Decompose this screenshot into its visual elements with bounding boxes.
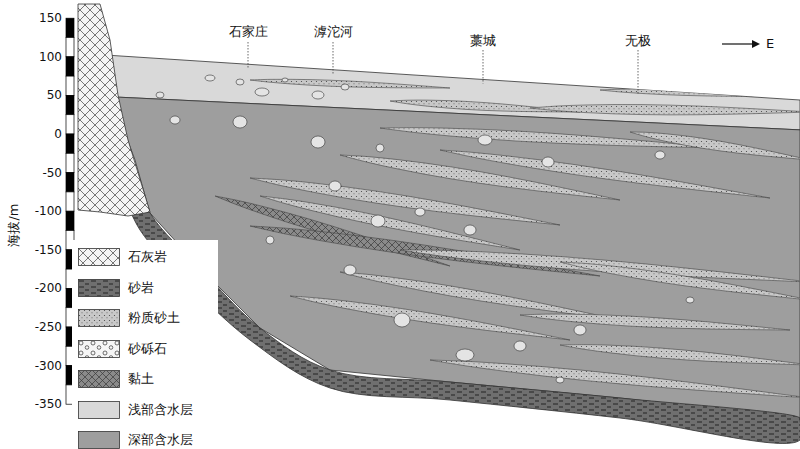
tick-label: 100 (39, 50, 62, 64)
axis-title: 海拔/m (6, 203, 22, 246)
legend-swatch (78, 248, 120, 266)
tick-label: -200 (35, 281, 62, 295)
place-name: 藁城 (470, 33, 496, 49)
direction-label: E (766, 36, 774, 52)
legend-entry: 粉质砂土 (78, 308, 218, 328)
legend-label: 浅部含水层 (128, 401, 193, 419)
place-name: 石家庄 (229, 24, 268, 40)
legend-entry: 黏土 (78, 369, 218, 389)
legend-label: 粉质砂土 (128, 309, 180, 327)
tick-label: 0 (54, 127, 62, 141)
legend-entry: 浅部含水层 (78, 400, 218, 420)
legend-entry: 深部含水层 (78, 430, 218, 449)
place-name: 无极 (625, 33, 651, 49)
place-name: 滹沱河 (314, 24, 353, 40)
legend-swatch (78, 309, 120, 327)
legend-swatch (78, 279, 120, 297)
legend-entry: 石灰岩 (78, 247, 218, 267)
legend-label: 砂砾石 (128, 340, 167, 358)
tick-label: 150 (39, 11, 62, 25)
legend-entry: 砂砾石 (78, 339, 218, 359)
tick-label: 50 (47, 88, 62, 102)
tick-label: -300 (35, 358, 62, 372)
legend-label: 深部含水层 (128, 431, 193, 449)
legend-swatch (78, 401, 120, 419)
legend-label: 石灰岩 (128, 248, 167, 266)
tick-label: -150 (35, 243, 62, 257)
legend-swatch (78, 340, 120, 358)
legend-swatch (78, 431, 120, 449)
legend-entry: 砂岩 (78, 278, 218, 298)
tick-label: -50 (42, 165, 62, 179)
legend-swatch (78, 370, 120, 388)
legend-label: 黏土 (128, 370, 154, 388)
tick-label: -250 (35, 320, 62, 334)
legend-label: 砂岩 (128, 279, 154, 297)
tick-label: -100 (35, 204, 62, 218)
tick-label: -350 (35, 397, 62, 411)
